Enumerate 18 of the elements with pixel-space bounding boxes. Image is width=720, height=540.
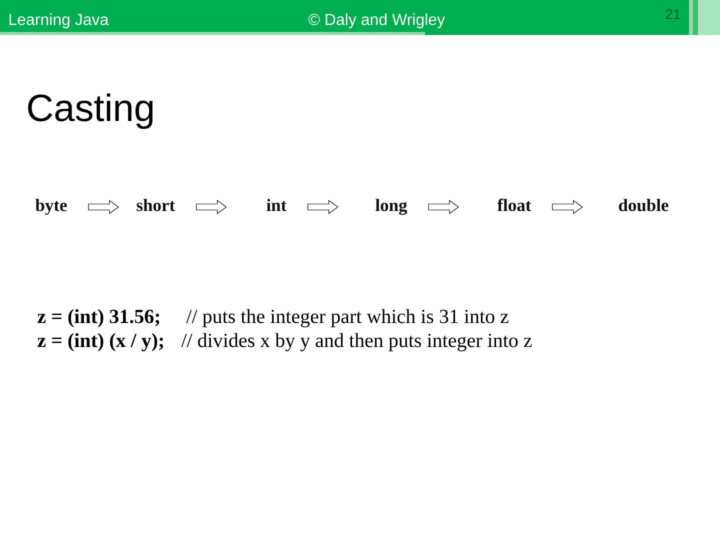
arrow (196, 200, 227, 214)
type-label: byte (35, 198, 67, 215)
arrow (552, 200, 583, 214)
type-label: int (266, 198, 287, 212)
type-label: long (376, 198, 408, 215)
type-label: float (497, 198, 532, 212)
copyright-text: © Daly and Wrigley (308, 13, 446, 28)
slide-title: Casting (28, 93, 153, 129)
code-text: z = (int) (x / y); (38, 333, 164, 352)
arrow (308, 200, 338, 214)
comment-text: // divides x by y and then puts integer into z (181, 333, 532, 352)
code-text: z = (int) 31.56; (38, 309, 160, 328)
type-label: short (136, 198, 176, 212)
comment-text: // puts the integer part which is 31 into z (186, 309, 508, 328)
arrow (428, 200, 460, 214)
type-label: double (618, 198, 668, 212)
header-text: Learning Java (10, 13, 109, 28)
page-number: 21 (666, 9, 680, 19)
